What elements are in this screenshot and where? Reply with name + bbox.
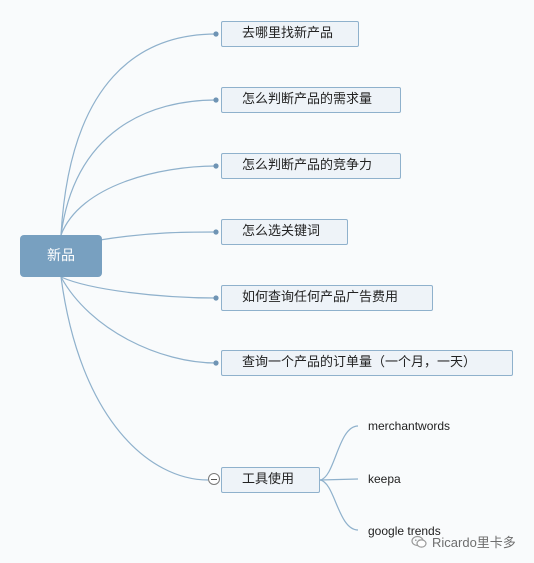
connector-tool-3 bbox=[319, 479, 359, 531]
topic-node-competition[interactable]: 怎么判断产品的竞争力 bbox=[221, 153, 401, 179]
watermark: Ricardo里卡多 bbox=[411, 532, 516, 551]
anchor-dot-topic-1 bbox=[213, 31, 219, 37]
topic-node-demand[interactable]: 怎么判断产品的需求量 bbox=[221, 87, 401, 113]
collapse-toggle-icon[interactable] bbox=[208, 473, 220, 485]
topic-node-ad-cost[interactable]: 如何查询任何产品广告费用 bbox=[221, 285, 433, 311]
connector-topic-7 bbox=[60, 276, 209, 481]
connector-topic-6 bbox=[60, 276, 217, 364]
topic-node-tools[interactable]: 工具使用 bbox=[221, 467, 320, 493]
topic-node-order-volume[interactable]: 查询一个产品的订单量（一个月，一天） bbox=[221, 350, 513, 376]
tool-node-google-trends[interactable]: google trends bbox=[368, 524, 441, 538]
anchor-dot-topic-6 bbox=[213, 360, 219, 366]
anchor-dot-topic-5 bbox=[213, 295, 219, 301]
topic-node-find-products[interactable]: 去哪里找新产品 bbox=[221, 21, 359, 47]
root-node[interactable]: 新品 bbox=[20, 235, 102, 277]
connector-tool-1 bbox=[319, 425, 359, 481]
connector-topic-5 bbox=[60, 276, 217, 299]
anchor-dot-topic-4 bbox=[213, 229, 219, 235]
connector-tool-2 bbox=[319, 478, 359, 481]
anchor-dot-topic-2 bbox=[213, 97, 219, 103]
tool-node-merchantwords[interactable]: merchantwords bbox=[368, 419, 451, 433]
topic-node-keywords[interactable]: 怎么选关键词 bbox=[221, 219, 348, 245]
connector-topic-3 bbox=[60, 165, 217, 236]
connector-topic-2 bbox=[60, 99, 217, 236]
tool-node-keepa[interactable]: keepa bbox=[368, 472, 401, 486]
anchor-dot-topic-3 bbox=[213, 163, 219, 169]
watermark-text: Ricardo里卡多 bbox=[432, 535, 516, 550]
wechat-logo-icon bbox=[411, 535, 427, 548]
connector-topic-4 bbox=[99, 231, 217, 241]
connector-topic-1 bbox=[60, 33, 217, 236]
